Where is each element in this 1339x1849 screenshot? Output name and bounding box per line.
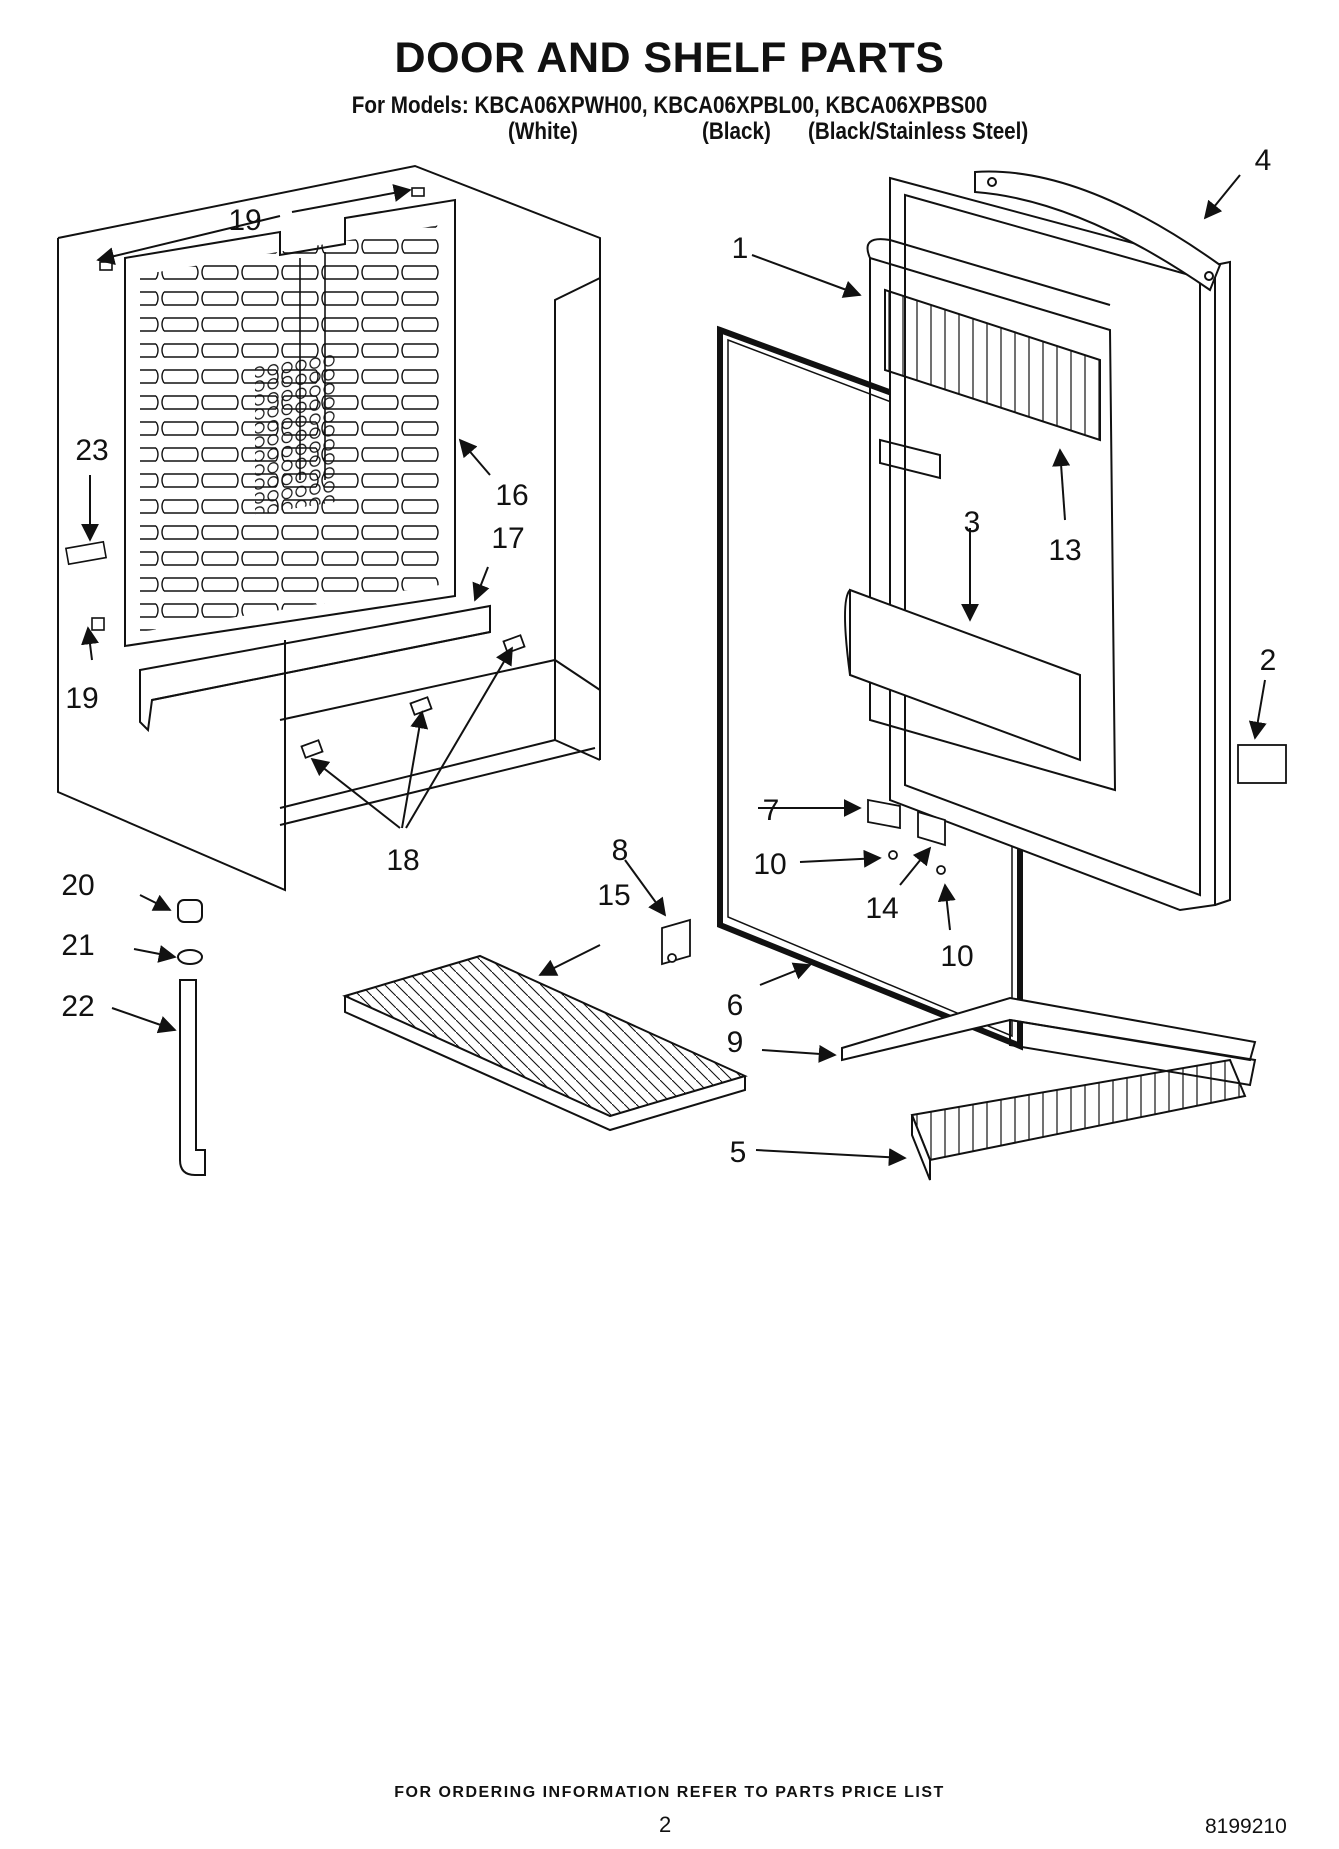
models-line: For Models: KBCA06XPWH00, KBCA06XPBL00, …	[351, 92, 988, 119]
leader-lines	[81, 174, 1267, 1167]
callout-1: 1	[732, 232, 749, 265]
document-number: 8199210	[1205, 1815, 1287, 1838]
refrigerator-door	[844, 176, 1231, 912]
callout-19-bottom: 19	[65, 682, 98, 715]
variant-white: (White)	[508, 118, 578, 145]
page-title: DOOR AND SHELF PARTS	[394, 34, 945, 82]
callout-6: 6	[727, 989, 744, 1022]
callout-4: 4	[1255, 144, 1272, 177]
hinge-parts	[867, 798, 946, 875]
callout-14: 14	[865, 892, 898, 925]
wire-shelf	[342, 954, 748, 1132]
cabinet-liner	[57, 164, 601, 892]
variant-black: (Black)	[702, 118, 771, 145]
callout-2: 2	[1260, 644, 1277, 677]
callout-23: 23	[75, 434, 108, 467]
callout-21: 21	[61, 929, 94, 962]
callout-5: 5	[730, 1136, 747, 1169]
page-number: 2	[659, 1812, 672, 1837]
callout-7: 7	[763, 794, 780, 827]
evaporator-plate	[124, 198, 456, 648]
variant-stainless: (Black/Stainless Steel)	[808, 118, 1029, 145]
door-handle	[974, 170, 1222, 292]
crisper-basket	[910, 1058, 1247, 1181]
callout-3: 3	[964, 506, 981, 539]
callout-19-top: 19	[228, 204, 261, 237]
door-bottom-panel	[841, 996, 1257, 1087]
callouts: 19 23 19 16 17 18 20 21 22 8 15 6 9 5 7 …	[61, 144, 1276, 1169]
shelf-bracket	[661, 918, 691, 966]
callout-20: 20	[61, 869, 94, 902]
callout-10-left: 10	[753, 848, 786, 881]
ordering-note: FOR ORDERING INFORMATION REFER TO PARTS …	[394, 1784, 945, 1801]
door-label	[1237, 744, 1287, 784]
callout-22: 22	[61, 990, 94, 1023]
drain-trough	[139, 604, 491, 733]
callout-10-right: 10	[940, 940, 973, 973]
callout-9: 9	[727, 1026, 744, 1059]
callout-8: 8	[612, 834, 629, 867]
callout-18: 18	[386, 844, 419, 877]
small-label	[64, 540, 108, 566]
drain-tube	[177, 899, 206, 1176]
callout-16: 16	[495, 479, 528, 512]
callout-17: 17	[491, 522, 524, 555]
mounting-screws	[300, 634, 526, 759]
callout-15: 15	[597, 879, 630, 912]
callout-13: 13	[1048, 534, 1081, 567]
